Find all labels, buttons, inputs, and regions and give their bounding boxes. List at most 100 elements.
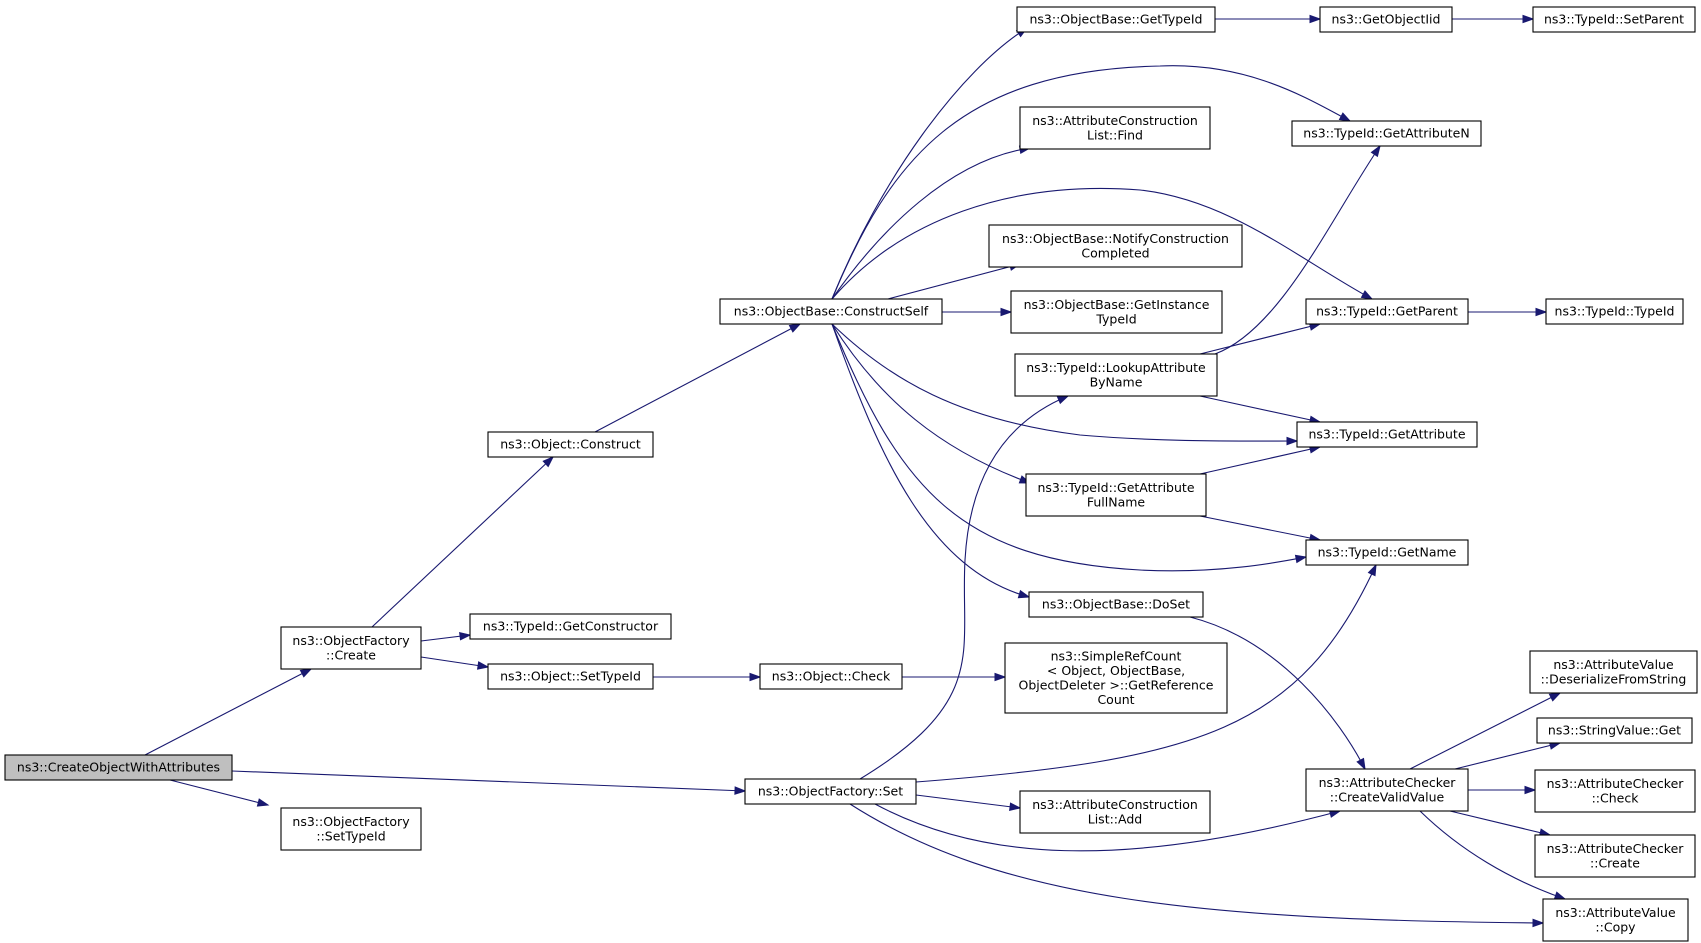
node-label: ByName: [1090, 374, 1143, 389]
node-label: ns3::CreateObjectWithAttributes: [17, 760, 220, 775]
node-tid-setparent[interactable]: ns3::TypeId::SetParent: [1532, 6, 1696, 33]
node-label: ns3::AttributeConstruction: [1032, 113, 1198, 128]
arrowhead: [1309, 14, 1322, 24]
node-label: ::SetTypeId: [316, 828, 385, 843]
node-label: ns3::ObjectFactory: [292, 814, 410, 829]
call-edge: [831, 323, 1030, 598]
node-box: [487, 663, 654, 690]
node-sv-get[interactable]: ns3::StringValue::Get: [1536, 717, 1693, 744]
node-label: ns3::ObjectBase::DoSet: [1042, 597, 1190, 612]
node-ac-create[interactable]: ns3::AttributeChecker::Create: [1534, 834, 1696, 878]
node-label: ns3::TypeId::GetAttribute: [1308, 427, 1465, 442]
node-label: List::Find: [1087, 127, 1143, 142]
arrowhead: [476, 661, 490, 670]
node-ob-doset[interactable]: ns3::ObjectBase::DoSet: [1028, 591, 1204, 618]
node-getobjectiid[interactable]: ns3::GetObjectIid: [1319, 6, 1453, 33]
call-edge: [169, 779, 269, 806]
call-edge: [1199, 515, 1321, 541]
call-edge: [371, 456, 554, 628]
call-edge: [1214, 145, 1381, 355]
arrowhead: [1524, 785, 1537, 795]
node-label: ns3::TypeId::GetAttribute: [1037, 480, 1194, 495]
call-edge: [1409, 692, 1561, 770]
node-tid-getattr[interactable]: ns3::TypeId::GetAttribute: [1296, 421, 1478, 448]
node-box: [1534, 834, 1696, 878]
node-label: ns3::ObjectBase::ConstructSelf: [734, 304, 929, 319]
call-edge: [915, 564, 1377, 783]
node-box: [1545, 298, 1684, 325]
node-obj-construct[interactable]: ns3::Object::Construct: [487, 431, 654, 458]
node-box: [1305, 768, 1469, 812]
call-edge: [831, 323, 1031, 484]
node-box: [1305, 539, 1469, 566]
node-tid-getname[interactable]: ns3::TypeId::GetName: [1305, 539, 1469, 566]
node-obj-settypeid[interactable]: ns3::Object::SetTypeId: [487, 663, 654, 690]
node-ob-constructself[interactable]: ns3::ObjectBase::ConstructSelf: [719, 298, 943, 325]
node-tid-getconstructor[interactable]: ns3::TypeId::GetConstructor: [469, 613, 672, 640]
node-ac-createvalid[interactable]: ns3::AttributeChecker::CreateValidValue: [1305, 768, 1469, 812]
node-label: ns3::GetObjectIid: [1332, 12, 1441, 27]
node-box: [469, 613, 672, 640]
node-box: [1536, 717, 1693, 744]
node-srefcount[interactable]: ns3::SimpleRefCount< Object, ObjectBase,…: [1004, 642, 1228, 714]
node-label: ObjectDeleter >::GetReference: [1018, 677, 1213, 692]
arrowhead: [299, 668, 313, 678]
node-av-copy[interactable]: ns3::AttributeValue::Copy: [1542, 898, 1689, 942]
node-create-with-attrs[interactable]: ns3::CreateObjectWithAttributes: [4, 754, 233, 781]
node-tid-typeid[interactable]: ns3::TypeId::TypeId: [1545, 298, 1684, 325]
node-label: ns3::AttributeChecker: [1319, 775, 1457, 790]
node-box: [1529, 650, 1698, 694]
call-edge: [1449, 810, 1551, 836]
call-edge: [1199, 323, 1321, 355]
node-box: [1014, 353, 1218, 397]
node-tid-getparent[interactable]: ns3::TypeId::GetParent: [1305, 298, 1469, 325]
arrowhead: [1522, 14, 1535, 24]
arrowhead: [749, 672, 762, 682]
arrowhead: [1356, 757, 1366, 771]
node-ob-notify[interactable]: ns3::ObjectBase::NotifyConstructionCompl…: [988, 224, 1243, 268]
node-box: [719, 298, 943, 325]
node-box: [1542, 898, 1689, 942]
arrowhead: [1338, 112, 1352, 122]
node-box: [1319, 6, 1453, 33]
call-edge: [859, 395, 1069, 780]
node-box: [280, 807, 422, 851]
node-box: [988, 224, 1243, 268]
arrowhead: [1009, 802, 1022, 811]
arrowhead: [1000, 307, 1013, 317]
call-edge: [1419, 810, 1566, 900]
node-label: Count: [1097, 692, 1134, 707]
node-av-deserialize[interactable]: ns3::AttributeValue::DeserializeFromStri…: [1529, 650, 1698, 694]
node-label: ::Create: [1590, 855, 1640, 870]
call-edge: [831, 65, 1351, 300]
call-edge: [1454, 742, 1561, 770]
node-box: [1019, 106, 1211, 150]
node-label: ns3::TypeId::GetName: [1318, 545, 1457, 560]
node-of-set[interactable]: ns3::ObjectFactory::Set: [744, 778, 917, 805]
node-tid-getattrn[interactable]: ns3::TypeId::GetAttributeN: [1291, 120, 1482, 147]
node-label: ns3::AttributeValue: [1555, 905, 1676, 920]
call-edge: [831, 147, 1031, 300]
node-box: [1004, 642, 1228, 714]
node-of-create[interactable]: ns3::ObjectFactory::Create: [280, 626, 422, 670]
node-box: [1534, 769, 1696, 813]
call-edge: [831, 187, 1373, 300]
node-ob-gettypeid[interactable]: ns3::ObjectBase::GetTypeId: [1016, 6, 1216, 33]
node-label: ns3::AttributeChecker: [1547, 776, 1685, 791]
node-of-settypeid[interactable]: ns3::ObjectFactory::SetTypeId: [280, 807, 422, 851]
node-obj-check[interactable]: ns3::Object::Check: [759, 663, 903, 690]
node-label: FullName: [1087, 494, 1146, 509]
arrowhead: [1367, 563, 1377, 577]
node-box: [487, 431, 654, 458]
node-ac-check[interactable]: ns3::AttributeChecker::Check: [1534, 769, 1696, 813]
node-label: ::Copy: [1595, 919, 1636, 934]
node-label: ns3::StringValue::Get: [1548, 723, 1681, 738]
node-label: ns3::AttributeChecker: [1547, 841, 1685, 856]
